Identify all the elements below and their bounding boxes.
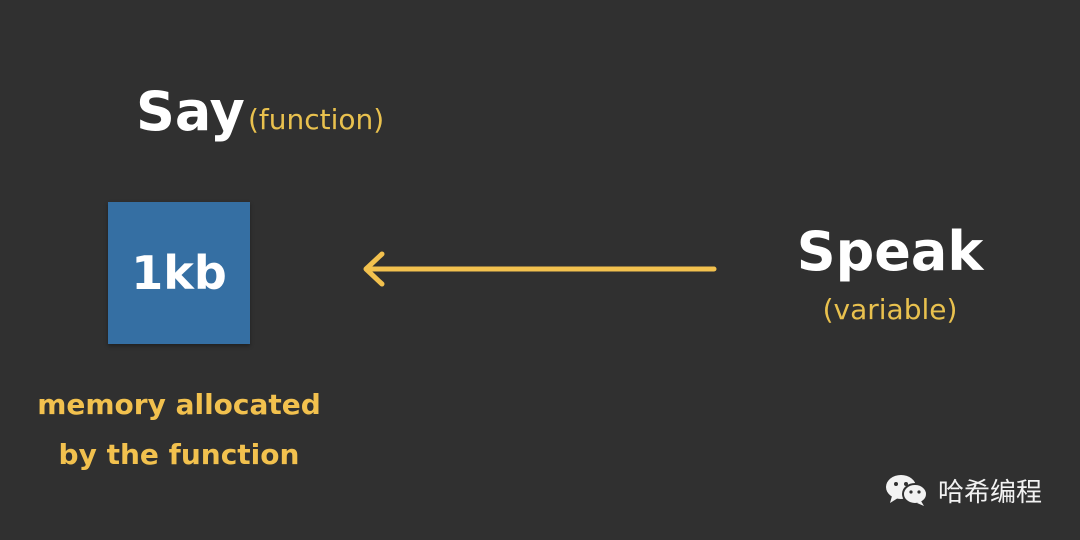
memory-size-label: 1kb [131,246,227,300]
function-type-label: (function) [248,103,385,136]
watermark-text: 哈希编程 [938,477,1043,508]
memory-caption: memory allocated by the function [30,380,328,480]
watermark: 哈希编程 [884,470,1042,510]
memory-caption-line-2: by the function [58,438,300,471]
function-name-label: Say [136,80,245,143]
variable-type-label: (variable) [822,293,958,326]
memory-block: 1kb [108,202,250,344]
variable-name-label: Speak [796,220,984,283]
wechat-icon [886,475,928,506]
memory-caption-line-1: memory allocated [37,388,321,421]
arrow-head [363,251,385,287]
reference-arrow [363,251,717,287]
